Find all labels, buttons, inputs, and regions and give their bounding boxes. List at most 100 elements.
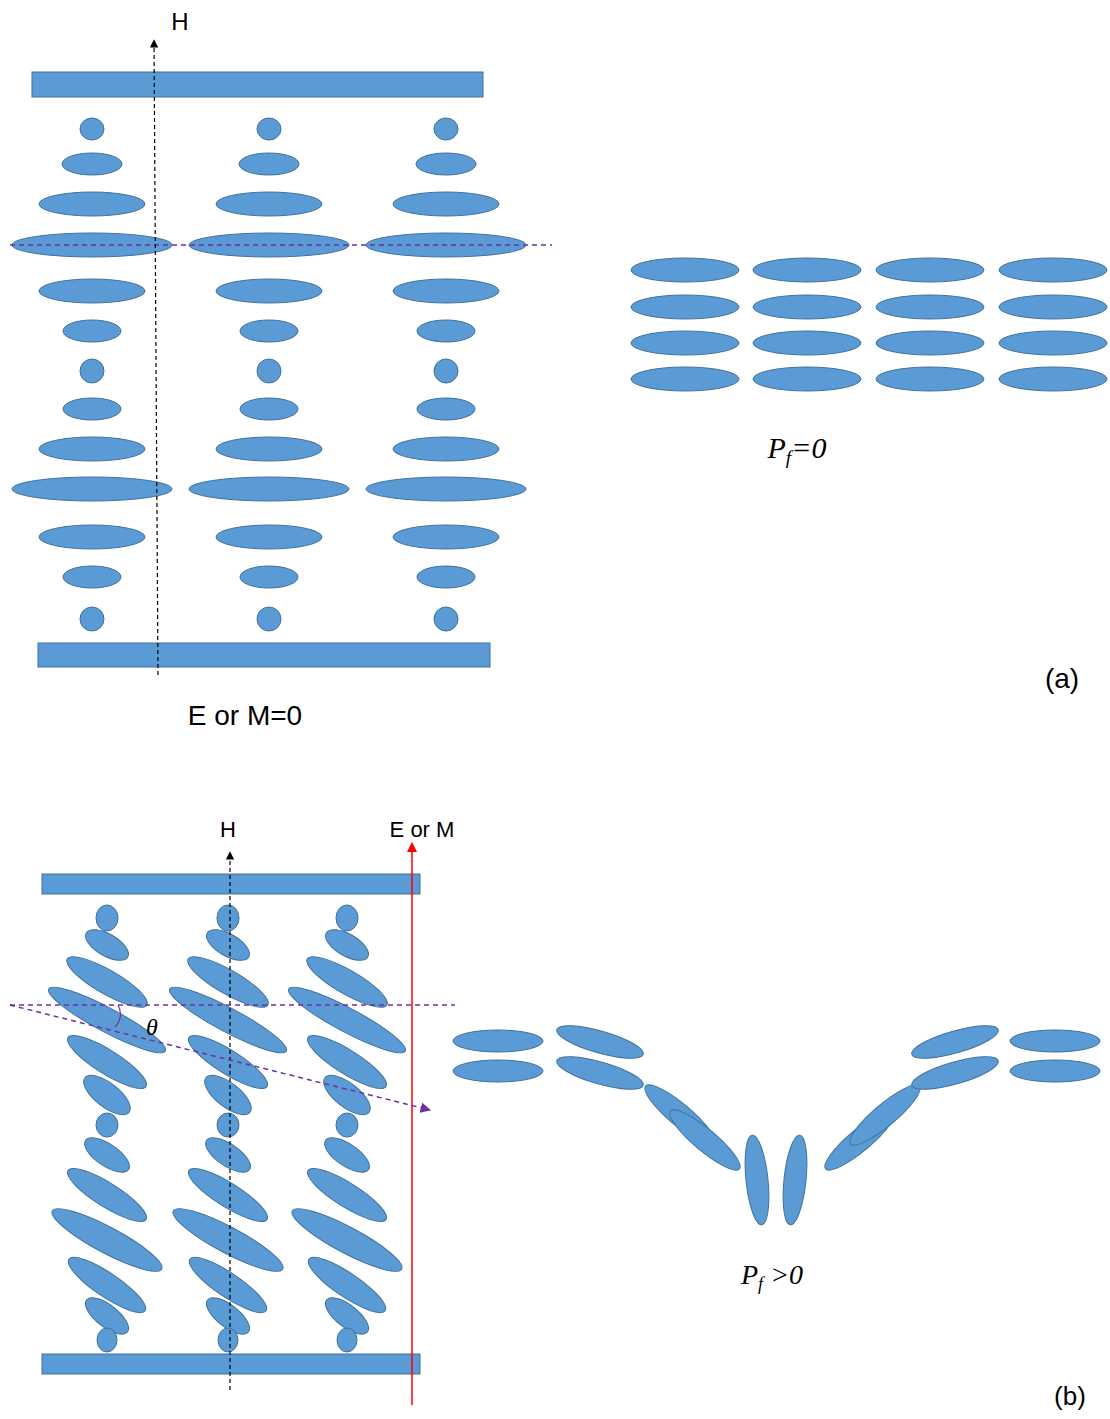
molecule-ellipse [239, 153, 299, 175]
molecule-ellipse [417, 398, 475, 420]
molecule-ellipse [240, 566, 298, 588]
molecule-ellipse [631, 331, 739, 355]
field-label: H [171, 10, 188, 34]
molecule-ellipse [80, 118, 104, 140]
molecule-ellipse [843, 1078, 926, 1153]
molecule-ellipse [453, 1030, 543, 1052]
molecule-ellipse [753, 295, 861, 319]
field-label: H [220, 819, 236, 841]
molecule-ellipse [999, 258, 1107, 282]
molecule-ellipse [216, 192, 322, 216]
molecule-ellipse [631, 258, 739, 282]
molecule-ellipse [909, 1019, 1002, 1065]
molecule-ellipse [434, 359, 458, 383]
molecule-ellipse [62, 153, 122, 175]
molecule-ellipse [39, 437, 145, 461]
molecule-ellipse [631, 295, 739, 319]
panel-caption: E or M=0 [188, 702, 302, 730]
molecule-ellipse [779, 1134, 810, 1226]
molecule-ellipse [741, 1134, 772, 1226]
panel-letter: (b) [1054, 1383, 1086, 1409]
molecule-ellipse [39, 192, 145, 216]
molecule-ellipse [393, 192, 499, 216]
angle-label: θ [146, 1015, 158, 1039]
molecule-ellipse [336, 1113, 358, 1137]
bottom-plate [42, 1354, 420, 1374]
splayed-molecules [453, 1019, 1100, 1226]
molecule-ellipse [417, 566, 475, 588]
top-plate [32, 72, 483, 97]
molecule-ellipse [393, 437, 499, 461]
molecule-ellipse [39, 279, 145, 303]
molecule-ellipse [393, 525, 499, 549]
panel-letter: (a) [1045, 665, 1079, 693]
helix-axis [154, 40, 158, 675]
molecule-ellipse [216, 525, 322, 549]
molecule-ellipse [999, 331, 1107, 355]
molecule-ellipse [366, 477, 526, 501]
molecule-ellipse [554, 1050, 647, 1096]
helix-axis [229, 852, 230, 1390]
tilt-direction-line [10, 1005, 430, 1110]
molecule-ellipse [416, 153, 476, 175]
molecule-ellipse [336, 905, 358, 931]
molecule-ellipse [63, 320, 121, 342]
tilted-molecule-columns [43, 905, 411, 1352]
layer-normal-line [10, 244, 552, 246]
field-label: E or M [390, 819, 455, 841]
molecule-ellipse [663, 1103, 746, 1178]
molecule-ellipse [96, 1113, 118, 1137]
molecule-ellipse [876, 367, 984, 391]
molecule-ellipse [453, 1060, 543, 1082]
molecule-ellipse [39, 525, 145, 549]
molecule-ellipse [80, 607, 104, 631]
molecule-ellipse [97, 1328, 117, 1352]
molecule-ellipse [216, 437, 322, 461]
molecule-ellipse [217, 1113, 239, 1137]
molecule-ellipse [12, 477, 172, 501]
molecule-ellipse [1010, 1060, 1100, 1082]
molecule-ellipse [434, 118, 458, 140]
molecule-columns [12, 118, 526, 631]
molecule-ellipse [337, 1328, 357, 1352]
molecule-ellipse [286, 1199, 408, 1280]
molecule-ellipse [876, 331, 984, 355]
molecule-ellipse [240, 320, 298, 342]
molecule-ellipse [257, 359, 281, 383]
molecule-ellipse [876, 258, 984, 282]
molecule-ellipse [753, 331, 861, 355]
molecule-ellipse [216, 279, 322, 303]
molecule-ellipse [257, 118, 281, 140]
top-plate [42, 874, 420, 894]
molecule-ellipse [393, 279, 499, 303]
molecule-ellipse [240, 398, 298, 420]
molecule-ellipse [96, 905, 118, 931]
bottom-plate [38, 643, 490, 667]
molecule-ellipse [46, 1199, 168, 1280]
polarization-label: Pf=0 [768, 433, 827, 467]
molecule-ellipse [63, 398, 121, 420]
molecule-ellipse [257, 607, 281, 631]
molecule-ellipse [63, 566, 121, 588]
molecule-ellipse [434, 607, 458, 631]
molecule-ellipse [999, 295, 1107, 319]
molecule-ellipse [753, 367, 861, 391]
molecule-ellipse [876, 295, 984, 319]
molecule-ellipse [999, 367, 1107, 391]
molecule-ellipse [80, 359, 104, 383]
molecule-ellipse [218, 1328, 238, 1352]
tilt-angle-arc [115, 1005, 120, 1027]
molecule-layers [631, 258, 1107, 391]
field-arrow [411, 843, 413, 1405]
molecule-ellipse [417, 320, 475, 342]
molecule-ellipse [1010, 1030, 1100, 1052]
molecule-ellipse [631, 367, 739, 391]
polarization-label: Pf >0 [741, 1261, 803, 1293]
molecule-ellipse [189, 477, 349, 501]
molecule-ellipse [753, 258, 861, 282]
molecule-ellipse [167, 1199, 289, 1280]
layer-normal-line [10, 1004, 455, 1006]
molecule-ellipse [217, 905, 239, 931]
